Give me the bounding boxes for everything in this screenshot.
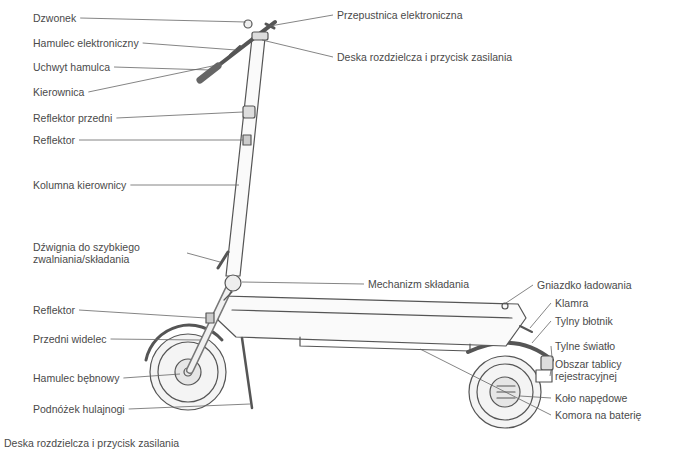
brake-lever xyxy=(226,46,240,60)
headlight xyxy=(243,106,255,118)
part-label: Przepustnica elektroniczna xyxy=(337,9,462,21)
leader-line xyxy=(242,282,364,284)
part-label: Dźwignia do szybkiego zwalniania/składan… xyxy=(33,241,183,265)
part-label: Uchwyt hamulca xyxy=(33,61,110,73)
leader-line xyxy=(187,253,220,262)
part-label: Tylny błotnik xyxy=(555,315,613,327)
part-label: Obszar tablicy rejestracyjnej xyxy=(555,358,635,382)
leader-line xyxy=(143,43,236,50)
leader-line xyxy=(532,321,551,343)
leader-line xyxy=(123,374,180,378)
part-label: Koło napędowe xyxy=(555,392,627,404)
charging-port xyxy=(502,303,508,309)
plate-area xyxy=(536,370,552,382)
battery-compartment xyxy=(300,337,470,351)
bell xyxy=(244,20,252,28)
front-fork-fill xyxy=(190,282,232,370)
leader-line xyxy=(130,185,239,186)
kickstand xyxy=(242,338,252,408)
leader-line xyxy=(80,18,246,22)
deck-edge xyxy=(232,310,512,318)
part-label: Deska rozdzielcza i przycisk zasilania xyxy=(337,51,512,63)
steering-column xyxy=(226,38,265,276)
part-label: Kierownica xyxy=(33,86,84,98)
part-label: Reflektor xyxy=(33,304,75,316)
part-label: Hamulec elektroniczny xyxy=(33,37,139,49)
leader-line xyxy=(270,15,333,26)
part-label: Dzwonek xyxy=(33,12,76,24)
fold-link xyxy=(224,292,232,300)
leader-line xyxy=(550,370,551,376)
side-reflector xyxy=(206,313,214,323)
leader-line xyxy=(79,140,243,141)
leader-line xyxy=(551,346,552,358)
leader-line xyxy=(111,339,200,340)
part-label: Hamulec bębnowy xyxy=(33,372,119,384)
part-label: Mechanizm składania xyxy=(368,278,469,290)
leader-line xyxy=(79,310,206,318)
part-label: Reflektor przedni xyxy=(33,112,112,124)
part-label: Reflektor xyxy=(33,134,75,146)
part-label: Podnóżek hulajnogi xyxy=(33,403,125,415)
front-fork xyxy=(190,282,232,370)
leader-line xyxy=(116,112,243,118)
tail-light xyxy=(541,356,553,370)
folding-mechanism xyxy=(225,275,241,291)
leader-line xyxy=(262,40,333,57)
part-label: Gniazdko ładowania xyxy=(537,279,632,291)
leader-lines xyxy=(79,15,552,415)
leader-line xyxy=(520,396,551,398)
dashboard xyxy=(252,32,268,40)
part-label: Komora na baterię xyxy=(555,409,641,421)
part-label: Deska rozdzielcza i przycisk zasilania xyxy=(4,437,179,449)
leader-line xyxy=(506,285,533,303)
leader-line xyxy=(420,349,551,415)
leader-line xyxy=(129,404,250,409)
part-label: Klamra xyxy=(555,297,588,309)
deck xyxy=(218,296,526,346)
part-label: Kolumna kierownicy xyxy=(33,179,126,191)
stem-reflector xyxy=(243,135,251,145)
quick-release-lever xyxy=(218,252,228,268)
part-label: Tylne światło xyxy=(555,340,615,352)
latch-hook xyxy=(520,326,532,332)
part-label: Przedni widelec xyxy=(33,333,107,345)
